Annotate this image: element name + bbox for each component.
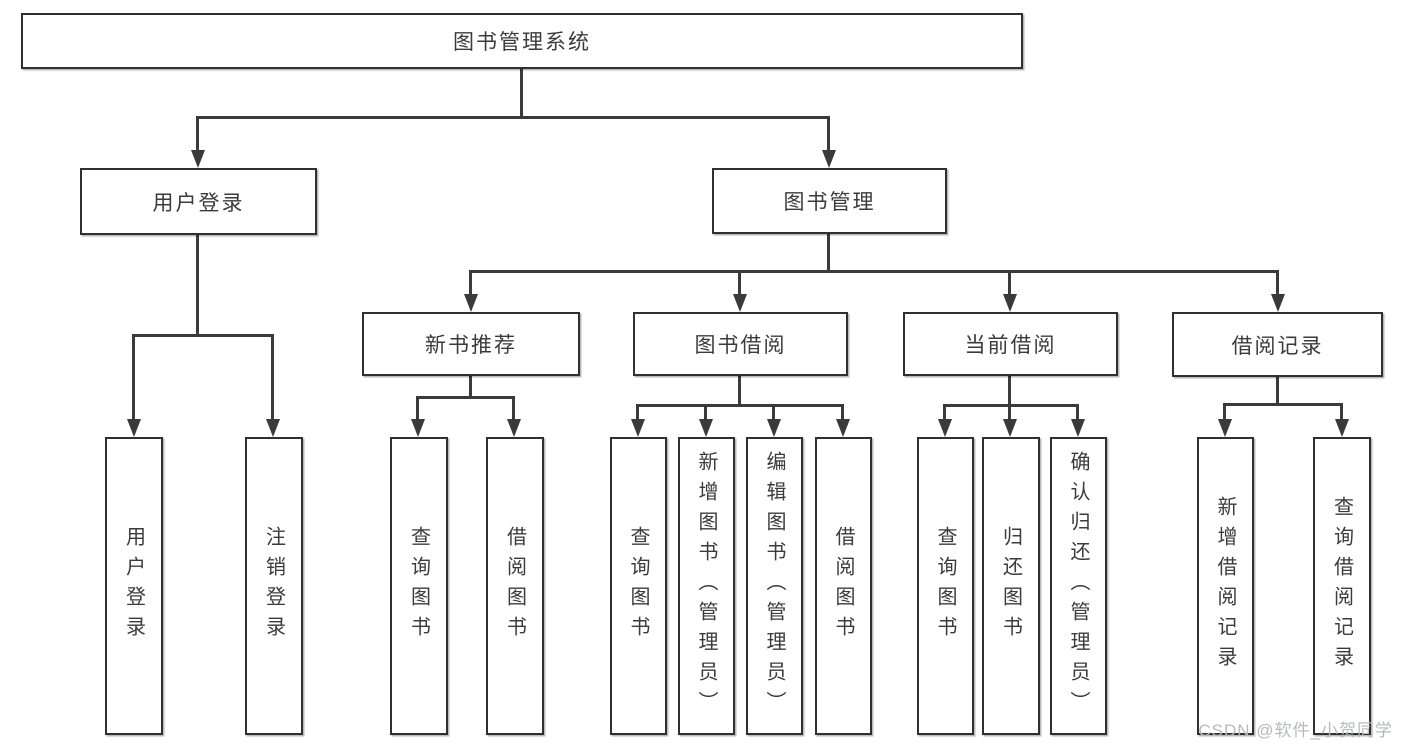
node-label: 查询图书: [627, 526, 649, 646]
node-label: 查询图书: [934, 526, 956, 646]
node-label: 用户登录: [152, 191, 245, 215]
leaf-borrow-books-2: 借阅图书: [815, 437, 872, 735]
connector-line: [196, 233, 199, 336]
node-borrowing-records: 借阅记录: [1172, 312, 1383, 377]
csdn-watermark: CSDN @软件_小贺同学: [1198, 721, 1393, 740]
node-label: 借阅图书: [503, 526, 526, 646]
arrow-down-icon: [733, 294, 747, 312]
connector-line: [1008, 270, 1011, 300]
connector-line: [132, 334, 274, 337]
connector-line: [704, 404, 707, 427]
arrow-down-icon: [191, 150, 205, 168]
leaf-logout: 注销登录: [245, 437, 303, 735]
connector-line: [827, 116, 830, 160]
arrow-down-icon: [822, 150, 836, 168]
arrow-down-icon: [1003, 419, 1017, 437]
leaf-borrow-books-1: 借阅图书: [486, 437, 544, 735]
arrow-down-icon: [1271, 294, 1285, 312]
node-current-borrowing: 当前借阅: [903, 312, 1118, 376]
node-label: 新增借阅记录: [1214, 496, 1236, 676]
connector-line: [132, 334, 135, 427]
arrow-down-icon: [1335, 419, 1349, 437]
connector-line: [1076, 404, 1079, 427]
leaf-search-books-1: 查询图书: [390, 437, 448, 735]
node-label: 新书推荐: [425, 334, 517, 357]
node-label: 新增图书（管理员）: [695, 451, 717, 721]
node-book-management: 图书管理: [712, 168, 947, 234]
node-label: 编辑图书（管理员）: [763, 451, 785, 721]
node-label: 图书借阅: [694, 334, 787, 357]
arrow-down-icon: [631, 419, 645, 437]
node-label: 查询借阅记录: [1330, 496, 1353, 676]
connector-line: [469, 376, 472, 399]
connector-line: [827, 233, 830, 273]
connector-line: [738, 376, 741, 407]
leaf-search-books-2: 查询图书: [610, 437, 667, 735]
node-label: 用户登录: [122, 526, 145, 646]
node-label: 注销登录: [262, 526, 285, 646]
node-library-management-system: 图书管理系统: [21, 13, 1023, 69]
node-label: 借阅图书: [832, 526, 854, 646]
node-label: 查询图书: [407, 526, 430, 646]
leaf-search-borrow-record: 查询借阅记录: [1313, 437, 1371, 735]
node-book-borrowing: 图书借阅: [633, 312, 848, 376]
connector-line: [1276, 377, 1279, 406]
leaf-search-books-3: 查询图书: [917, 437, 974, 735]
connector-line: [636, 404, 844, 407]
arrow-down-icon: [1218, 419, 1232, 437]
connector-line: [196, 116, 199, 160]
connector-line: [416, 396, 515, 399]
node-label: 归还图书: [999, 526, 1022, 646]
arrow-down-icon: [266, 419, 280, 437]
connector-line: [1008, 404, 1011, 427]
node-label: 确认归还（管理员）: [1067, 451, 1089, 721]
arrow-down-icon: [1003, 294, 1017, 312]
connector-line: [1008, 376, 1011, 407]
arrow-down-icon: [507, 419, 521, 437]
connector-line: [271, 334, 274, 427]
connector-line: [512, 396, 515, 427]
node-label: 当前借阅: [964, 334, 1057, 357]
connector-line: [1223, 403, 1226, 427]
connector-line: [196, 116, 830, 119]
connector-line: [772, 404, 775, 427]
arrow-down-icon: [127, 419, 141, 437]
arrow-down-icon: [836, 419, 850, 437]
connector-line: [738, 270, 741, 300]
connector-line: [1223, 403, 1343, 406]
node-label: 图书管理: [783, 191, 876, 214]
node-user-login: 用户登录: [80, 168, 317, 235]
connector-line: [943, 404, 946, 427]
arrow-down-icon: [699, 419, 713, 437]
connector-line: [841, 404, 844, 427]
connector-line: [520, 68, 523, 119]
node-label: 借阅记录: [1231, 334, 1324, 358]
leaf-edit-book-admin: 编辑图书（管理员）: [746, 437, 803, 735]
connector-line: [416, 396, 419, 427]
node-label: 图书管理系统: [453, 31, 591, 54]
connector-line: [943, 404, 1079, 407]
arrow-down-icon: [464, 294, 478, 312]
leaf-add-book-admin: 新增图书（管理员）: [678, 437, 735, 735]
leaf-return-books: 归还图书: [982, 437, 1040, 735]
connector-line: [636, 404, 639, 427]
connector-line: [1340, 403, 1343, 427]
connector-line: [1276, 270, 1279, 300]
arrow-down-icon: [767, 419, 781, 437]
arrow-down-icon: [1071, 419, 1085, 437]
arrow-down-icon: [411, 419, 425, 437]
arrow-down-icon: [938, 419, 952, 437]
leaf-add-borrow-record: 新增借阅记录: [1197, 437, 1254, 735]
leaf-confirm-return-admin: 确认归还（管理员）: [1050, 437, 1107, 735]
leaf-user-login: 用户登录: [105, 437, 163, 735]
connector-line: [469, 270, 1279, 273]
connector-line: [469, 270, 472, 300]
node-new-book-recommendation: 新书推荐: [362, 312, 580, 376]
